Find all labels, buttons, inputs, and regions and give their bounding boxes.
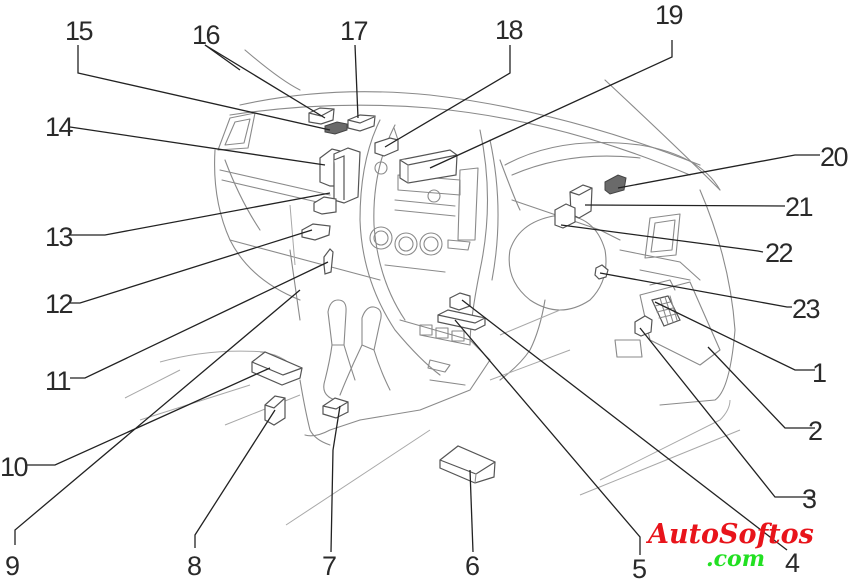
- leader-16a: [204, 44, 326, 119]
- component-13: [313, 196, 337, 215]
- leader-7: [330, 405, 341, 553]
- leader-21: [584, 204, 786, 207]
- watermark-main-text: AutoSoftos: [645, 519, 814, 550]
- leader-3: [639, 327, 815, 498]
- callout-19: 19: [655, 0, 683, 30]
- callout-10: 10: [0, 452, 28, 482]
- callout-15: 15: [65, 16, 93, 46]
- callout-12: 12: [45, 289, 73, 319]
- callout-20: 20: [820, 142, 848, 172]
- component-20: [604, 174, 627, 195]
- callout-7: 7: [322, 551, 336, 581]
- leader-4: [461, 299, 788, 551]
- leader-20: [617, 154, 820, 189]
- leader-12: [70, 229, 313, 304]
- leader-5: [454, 319, 641, 555]
- component-17: [347, 114, 376, 132]
- components: [251, 107, 681, 484]
- leader-16b: [204, 44, 241, 71]
- callout-5: 5: [632, 554, 646, 581]
- callout-16: 16: [192, 20, 220, 50]
- dashboard-line-art: [124, 49, 741, 526]
- leader-13: [70, 192, 331, 236]
- leader-14: [69, 126, 326, 166]
- component-4: [449, 292, 471, 311]
- component-7: [322, 397, 349, 419]
- leader-22: [560, 224, 764, 253]
- callout-8: 8: [187, 551, 201, 581]
- callout-9: 9: [5, 551, 19, 581]
- leader-9: [14, 289, 301, 545]
- leader-19: [429, 40, 673, 169]
- callout-17: 17: [340, 16, 368, 46]
- component-15: [324, 121, 348, 135]
- callout-2: 2: [808, 416, 822, 446]
- component-3: [634, 315, 653, 337]
- callout-13: 13: [45, 222, 73, 252]
- callout-22: 22: [765, 238, 793, 268]
- leader-15: [77, 45, 331, 131]
- component-10: [251, 351, 303, 386]
- component-12: [301, 223, 331, 241]
- leader-6: [469, 469, 474, 553]
- leader-10: [25, 367, 271, 466]
- callout-21: 21: [785, 192, 813, 222]
- leader-8: [194, 409, 276, 548]
- leader-17: [354, 44, 359, 119]
- component-23: [594, 264, 609, 280]
- leader-1: [654, 301, 815, 371]
- component-11: [323, 248, 334, 275]
- callout-14: 14: [45, 112, 74, 142]
- component-1: [651, 295, 681, 327]
- component-19: [399, 149, 458, 184]
- component-22: [554, 203, 576, 229]
- callout-18: 18: [495, 15, 523, 45]
- callout-3: 3: [802, 484, 816, 514]
- callout-6: 6: [465, 551, 479, 581]
- callout-4: 4: [785, 548, 800, 578]
- watermark: AutoSoftos .com: [645, 519, 814, 572]
- callout-11: 11: [45, 366, 71, 396]
- leader-23: [599, 272, 792, 308]
- leader-18: [384, 45, 511, 148]
- callout-23: 23: [792, 294, 820, 324]
- leader-2: [707, 346, 815, 429]
- component-14: [319, 147, 361, 204]
- component-6: [439, 445, 496, 484]
- callout-1: 1: [812, 358, 826, 388]
- leader-lines: [14, 40, 820, 555]
- component-5: [437, 309, 486, 331]
- leader-11: [70, 261, 329, 379]
- watermark-sub-text: .com: [706, 546, 765, 572]
